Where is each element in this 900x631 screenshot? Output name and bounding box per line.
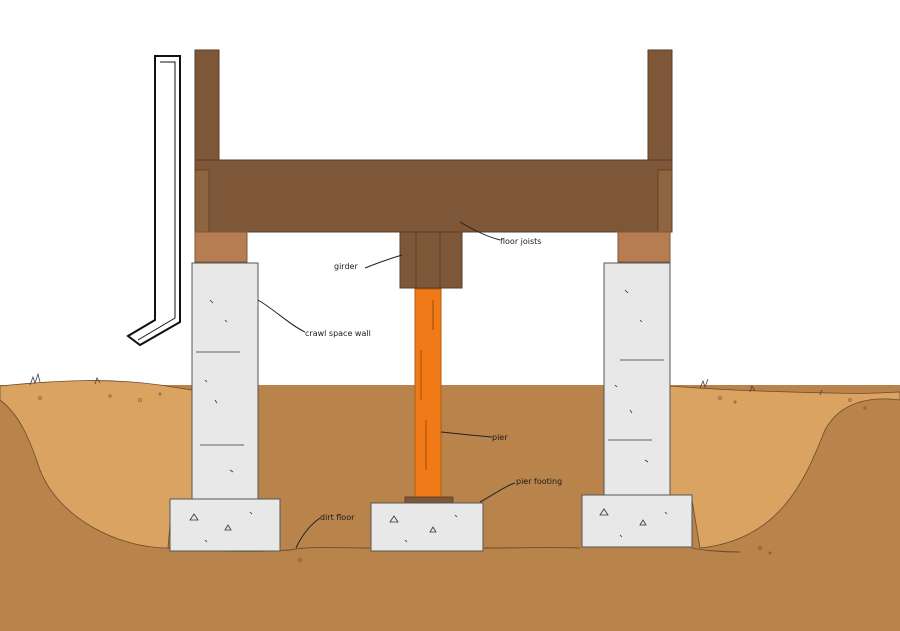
label-dirt-floor: dirt floor bbox=[320, 513, 355, 522]
pier-footing bbox=[370, 502, 484, 552]
leader-floor-joists bbox=[459, 221, 501, 241]
soil bbox=[0, 372, 900, 631]
floor-joists bbox=[194, 159, 673, 233]
crawl-space-wall-right bbox=[603, 262, 671, 496]
stud-right bbox=[647, 49, 673, 161]
label-floor-joists: floor joists bbox=[500, 237, 541, 246]
footing-left bbox=[169, 498, 281, 552]
pebbles bbox=[38, 392, 867, 562]
sill-plate-right bbox=[617, 231, 671, 263]
rim-joist-left bbox=[194, 169, 210, 233]
leader-crawl-space-wall bbox=[257, 299, 306, 333]
crawl-space-wall-left bbox=[191, 262, 259, 500]
pier bbox=[414, 288, 442, 498]
label-pier-footing: pier footing bbox=[516, 477, 562, 486]
label-pier: pier bbox=[492, 433, 508, 442]
stud-left bbox=[194, 49, 220, 161]
leader-pier bbox=[440, 431, 493, 438]
label-crawl-space-wall: crawl space wall bbox=[305, 329, 371, 338]
grass-tufts bbox=[29, 372, 823, 396]
backfill-right bbox=[669, 385, 900, 549]
leader-pier-footing bbox=[479, 482, 516, 503]
footing-right bbox=[581, 494, 693, 548]
rim-joist-right bbox=[657, 169, 673, 233]
leader-girder bbox=[364, 254, 403, 269]
leader-dirt-floor bbox=[295, 517, 321, 549]
girder bbox=[399, 231, 463, 289]
pier-cap-plate bbox=[404, 496, 454, 504]
sill-plate-left bbox=[194, 231, 248, 263]
backfill-left bbox=[0, 380, 193, 549]
downspout-inner bbox=[137, 61, 176, 341]
downspout-icon bbox=[126, 55, 181, 347]
label-girder: girder bbox=[334, 262, 358, 271]
